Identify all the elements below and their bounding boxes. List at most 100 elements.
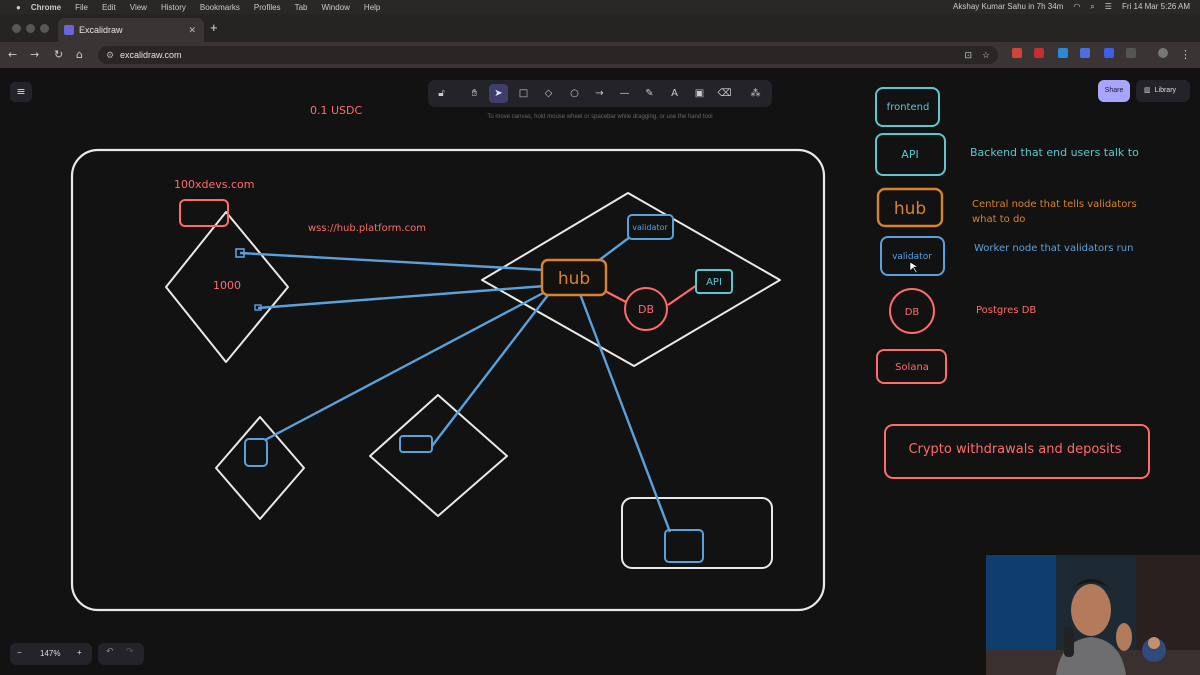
menu-edit[interactable]: Edit [101,2,116,12]
menu-tab[interactable]: Tab [294,2,308,12]
connection-line[interactable] [239,251,546,272]
site-label[interactable]: 100xdevs.com [174,178,255,191]
legend-api-label[interactable]: API [901,148,918,161]
extension-icon[interactable] [1034,48,1044,58]
legend-validator-desc[interactable]: Worker node that validators run [974,243,1133,254]
window-close-button[interactable] [12,24,21,33]
validator-node-box[interactable] [399,435,433,453]
cluster-api-node[interactable] [695,269,733,294]
db-api-line[interactable] [667,284,698,306]
connection-line[interactable] [257,284,546,310]
legend-hub-label[interactable]: hub [894,199,926,219]
hand-icon[interactable]: ✋︎ [471,88,478,99]
zoom-out-button[interactable]: − [17,648,22,657]
frontend-red-box[interactable] [179,199,229,227]
rectangle-icon[interactable]: □ [518,88,529,99]
eraser-icon[interactable]: ⌫ [717,88,732,99]
tab-excalidraw[interactable]: Excalidraw ✕ [58,18,204,42]
new-tab-button[interactable]: + [210,20,218,35]
ws-socket-marker[interactable] [254,304,262,311]
legend-db-shape[interactable] [889,288,935,334]
legend-hub-desc[interactable]: Central node that tells validators what … [972,199,1140,225]
more-tools-icon[interactable]: ⁂ [750,88,761,99]
control-center-icon[interactable]: ☰ [1104,2,1112,11]
ws-url-label[interactable]: wss://hub.platform.com [308,223,426,234]
tab-close-icon[interactable]: ✕ [188,24,196,35]
address-bar[interactable]: ⚙ excalidraw.com ⊡ ☆ [98,46,998,64]
clock[interactable]: Fri 14 Mar 5:26 AM [1121,2,1190,11]
connection-line[interactable] [264,290,546,442]
main-menu-button[interactable]: ≡ [10,82,32,102]
menu-bookmarks[interactable]: Bookmarks [199,2,240,12]
hub-label[interactable]: hub [558,269,590,289]
system-boundary-rect[interactable] [70,148,826,612]
legend-api-desc[interactable]: Backend that end users talk to [970,146,1139,159]
extension-icon[interactable] [1104,48,1114,58]
line-icon[interactable]: — [619,88,630,99]
ws-socket-marker[interactable] [235,248,245,258]
arrow-icon[interactable]: → [595,88,604,99]
frontend-diamond[interactable] [165,211,289,363]
lock-icon[interactable]: 🔓︎ [438,88,445,99]
cluster-db-label[interactable]: DB [638,303,654,316]
price-label[interactable]: 0.1 USDC [310,104,362,117]
legend-solana-label[interactable]: Solana [895,362,929,373]
menu-file[interactable]: File [75,2,88,12]
back-icon[interactable]: ← [8,48,18,61]
install-app-icon[interactable]: ⊡ [964,50,972,60]
diamond-icon[interactable]: ◇ [544,88,553,99]
site-info-icon[interactable]: ⚙ [106,50,115,60]
menu-view[interactable]: View [129,2,147,12]
extension-icon[interactable] [1012,48,1022,58]
user-status[interactable]: Akshay Kumar Sahu in 7h 34m [953,2,1064,11]
legend-db-desc[interactable]: Postgres DB [976,305,1036,316]
connection-line[interactable] [431,294,549,447]
validator-node-box[interactable] [244,438,268,467]
cluster-db-node[interactable] [624,287,668,331]
hub-validator-line[interactable] [597,236,631,262]
legend-hub-shape[interactable] [876,187,944,228]
hub-db-line[interactable] [602,289,627,303]
menu-profiles[interactable]: Profiles [253,2,281,12]
callout-text[interactable]: Crypto withdrawals and deposits [908,442,1121,457]
hub-cluster-diamond[interactable] [481,192,781,367]
search-icon[interactable]: ⌕ [1090,2,1095,11]
undo-icon[interactable]: ↶ [106,647,114,657]
count-label[interactable]: 1000 [213,279,241,292]
url-text[interactable]: excalidraw.com [120,50,182,60]
legend-db-label[interactable]: DB [905,307,920,318]
menu-chrome[interactable]: Chrome [30,2,62,12]
hub-node[interactable] [540,258,608,297]
menu-history[interactable]: History [160,2,186,12]
apple-icon[interactable]: ● [16,2,21,12]
redo-icon[interactable]: ↷ [126,647,134,657]
validator-node-box[interactable] [664,529,704,563]
legend-frontend-shape[interactable] [875,87,940,127]
zoom-in-button[interactable]: + [77,648,82,657]
home-icon[interactable]: ⌂ [76,48,83,61]
ellipse-icon[interactable]: ○ [570,88,579,99]
cluster-api-label[interactable]: API [706,277,722,288]
connection-line[interactable] [578,293,672,533]
legend-api-shape[interactable] [875,133,946,176]
image-icon[interactable]: ▣ [694,88,705,99]
callout-box[interactable] [884,424,1150,479]
wifi-icon[interactable]: ◠ [1073,2,1081,11]
share-button[interactable]: Share [1098,80,1130,102]
cluster-validator-label[interactable]: validator [632,223,668,232]
validator-node-rect[interactable] [621,497,773,569]
menu-help[interactable]: Help [363,2,381,12]
window-minimize-button[interactable] [26,24,35,33]
library-button[interactable]: ▥Library [1136,80,1190,102]
window-maximize-button[interactable] [40,24,49,33]
legend-validator-shape[interactable] [880,236,945,276]
reload-icon[interactable]: ↻ [54,48,64,61]
chrome-menu-icon[interactable]: ⋮ [1180,48,1191,61]
validator-node-diamond[interactable] [215,416,305,520]
selection-icon[interactable]: ➤ [489,84,508,103]
profile-avatar[interactable] [1158,48,1168,58]
menu-window[interactable]: Window [321,2,350,12]
cluster-validator-node[interactable] [627,214,674,240]
extension-icon[interactable] [1058,48,1068,58]
